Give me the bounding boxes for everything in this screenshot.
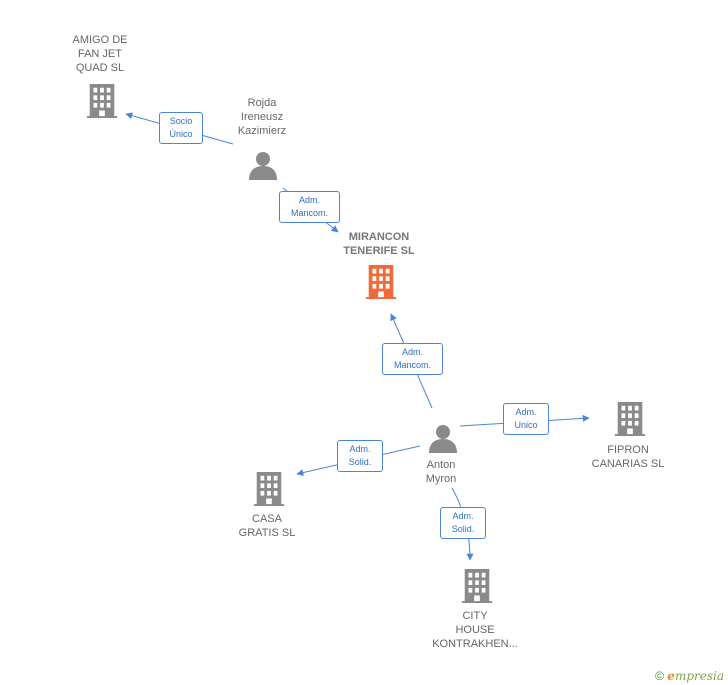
edge-label-anton-casa: Adm. Solid.	[337, 440, 383, 472]
edge-label-anton-city: Adm. Solid.	[440, 507, 486, 539]
edge-label-rojda-amigo: Socio Único	[159, 112, 203, 144]
edge-label-anton-fipron: Adm. Unico	[503, 403, 549, 435]
company-building-icon-mirancon[interactable]	[365, 265, 397, 299]
brand-initial: e	[667, 669, 675, 683]
edge-label-anton-mirancon: Adm. Mancom.	[382, 343, 443, 375]
empresia-logo[interactable]: © empresia	[655, 669, 724, 683]
node-label-casa[interactable]: CASA GRATIS SL	[238, 513, 296, 539]
person-icon-rojda[interactable]	[249, 152, 277, 180]
person-icon-anton[interactable]	[429, 425, 457, 453]
company-building-icon-fipron[interactable]	[614, 402, 646, 436]
edge-label-rojda-mirancon: Adm. Mancom.	[279, 191, 340, 223]
node-label-city[interactable]: CITY HOUSE KONTRAKHEN...	[432, 610, 518, 650]
company-building-icon-amigo[interactable]	[86, 84, 118, 118]
company-building-icon-casa[interactable]	[253, 472, 285, 506]
brand-name: mpresia	[674, 669, 724, 683]
company-building-icon-city[interactable]	[461, 569, 493, 603]
node-label-anton[interactable]: Anton Myron	[425, 459, 457, 485]
node-label-mirancon[interactable]: MIRANCON TENERIFE SL	[343, 231, 415, 257]
copyright-symbol: ©	[655, 669, 664, 683]
node-label-amigo[interactable]: AMIGO DE FAN JET QUAD SL	[72, 34, 128, 74]
node-label-rojda[interactable]: Rojda Ireneusz Kazimierz	[237, 97, 287, 137]
node-label-fipron[interactable]: FIPRON CANARIAS SL	[591, 444, 665, 470]
